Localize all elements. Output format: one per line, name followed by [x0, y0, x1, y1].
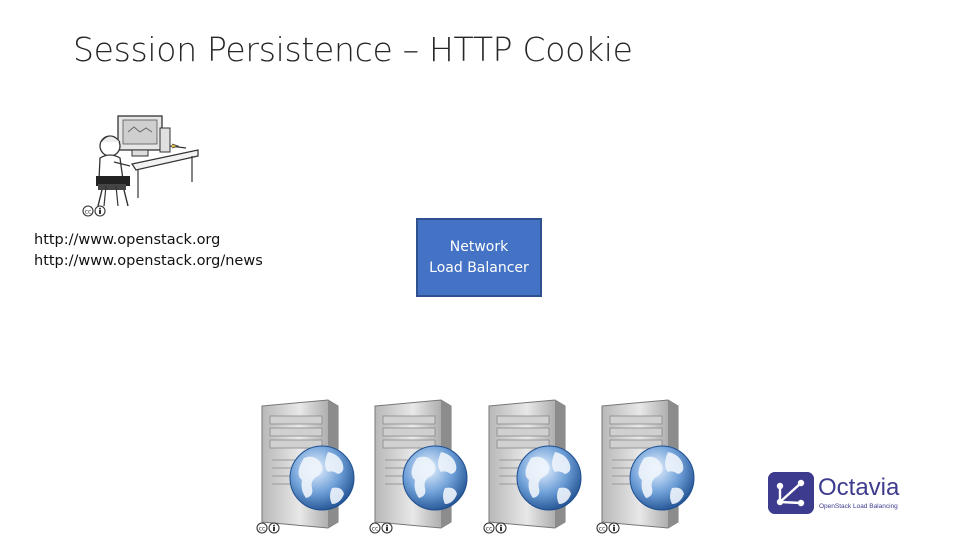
octavia-logo: Octavia OpenStack Load Balancing	[768, 472, 900, 514]
web-server-1: cc	[254, 396, 364, 536]
cc-by-icon: cc	[82, 205, 106, 217]
svg-text:cc: cc	[486, 525, 493, 532]
url-item: http://www.openstack.org	[34, 232, 221, 248]
web-server-globe-icon: cc	[369, 399, 468, 534]
svg-text:cc: cc	[259, 525, 266, 532]
web-server-globe-icon: cc	[483, 399, 582, 534]
url-item: http://www.openstack.org/news	[34, 253, 263, 269]
octavia-logo-mark	[768, 472, 814, 514]
slide-title: Session Persistence – HTTP Cookie	[73, 30, 633, 69]
octavia-logo-tagline: OpenStack Load Balancing	[819, 503, 898, 510]
svg-text:cc: cc	[372, 525, 379, 532]
web-server-globe-icon: cc	[596, 399, 695, 534]
svg-text:cc: cc	[85, 208, 92, 215]
svg-text:cc: cc	[599, 525, 606, 532]
web-server-globe-icon: cc	[256, 399, 355, 534]
lb-label-line2: Load Balancer	[429, 259, 529, 276]
web-server-3: cc	[481, 396, 591, 536]
url-list: http://www.openstack.org http://www.open…	[34, 230, 263, 272]
octavia-logo-text: Octavia	[818, 474, 900, 501]
web-server-4: cc	[594, 396, 704, 536]
user-at-computer-icon	[96, 115, 199, 207]
lb-label-line1: Network	[449, 238, 509, 255]
web-server-2: cc	[367, 396, 477, 536]
network-load-balancer-box: Network Load Balancer	[416, 218, 542, 297]
